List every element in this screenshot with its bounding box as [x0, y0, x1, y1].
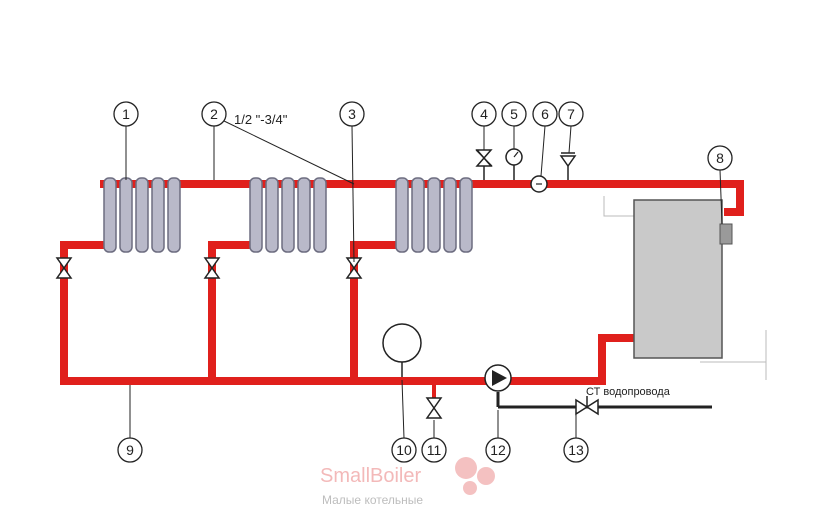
riser-1 — [60, 241, 108, 385]
svg-text:1: 1 — [122, 106, 130, 122]
watermark-subtitle: Малые котельные — [322, 493, 423, 507]
watermark-brand: SmallBoiler — [320, 465, 421, 487]
svg-text:6: 6 — [541, 106, 549, 122]
svg-text:8: 8 — [716, 150, 724, 166]
callout-7: 7 — [558, 101, 584, 127]
air-vent-valve — [475, 149, 493, 180]
callout-13: 13 — [563, 437, 589, 463]
return-main-pipe — [60, 334, 638, 385]
callout-6: 6 — [532, 101, 558, 127]
callout-8: 8 — [707, 145, 733, 171]
balancing-valve-3 — [345, 257, 363, 279]
thermometer — [530, 175, 548, 193]
boiler — [603, 196, 767, 380]
pipe-size-label: 1/2 "-3/4" — [234, 112, 288, 127]
svg-text:11: 11 — [427, 442, 442, 458]
callout-4: 4 — [471, 101, 497, 127]
callout-3: 3 — [339, 101, 365, 127]
radiator-2 — [249, 177, 327, 253]
watermark: SmallBoiler Малые котельные — [320, 457, 495, 507]
callout-9: 9 — [117, 437, 143, 463]
riser-valve-2 — [203, 257, 221, 279]
callout-10: 10 — [391, 437, 417, 463]
cold-water-label: СТ водопровода — [586, 386, 671, 398]
callout-5: 5 — [501, 101, 527, 127]
circulation-pump — [484, 364, 512, 392]
svg-text:3: 3 — [348, 106, 356, 122]
callout-1: 1 — [113, 101, 139, 127]
svg-text:13: 13 — [568, 442, 584, 458]
svg-text:4: 4 — [480, 106, 488, 122]
svg-text:5: 5 — [510, 106, 518, 122]
callout-2: 2 — [201, 101, 227, 127]
riser-valve-1 — [55, 257, 73, 279]
svg-text:2: 2 — [210, 106, 218, 122]
callout-leaders — [125, 119, 723, 439]
riser-2 — [208, 241, 254, 385]
watermark-logo-icon — [455, 457, 495, 495]
pressure-gauge — [505, 148, 523, 180]
radiator-1 — [103, 177, 181, 253]
callout-11: 11 — [421, 437, 447, 463]
svg-text:9: 9 — [126, 442, 134, 458]
riser-3 — [350, 241, 400, 385]
svg-text:7: 7 — [567, 106, 575, 122]
radiator-3 — [395, 177, 473, 253]
svg-text:10: 10 — [396, 442, 412, 458]
expansion-tank — [382, 323, 422, 363]
safety-valve — [559, 152, 577, 180]
makeup-water-line — [496, 392, 712, 416]
drain-valve — [425, 385, 443, 419]
callout-12: 12 — [485, 437, 511, 463]
svg-text:12: 12 — [490, 442, 506, 458]
